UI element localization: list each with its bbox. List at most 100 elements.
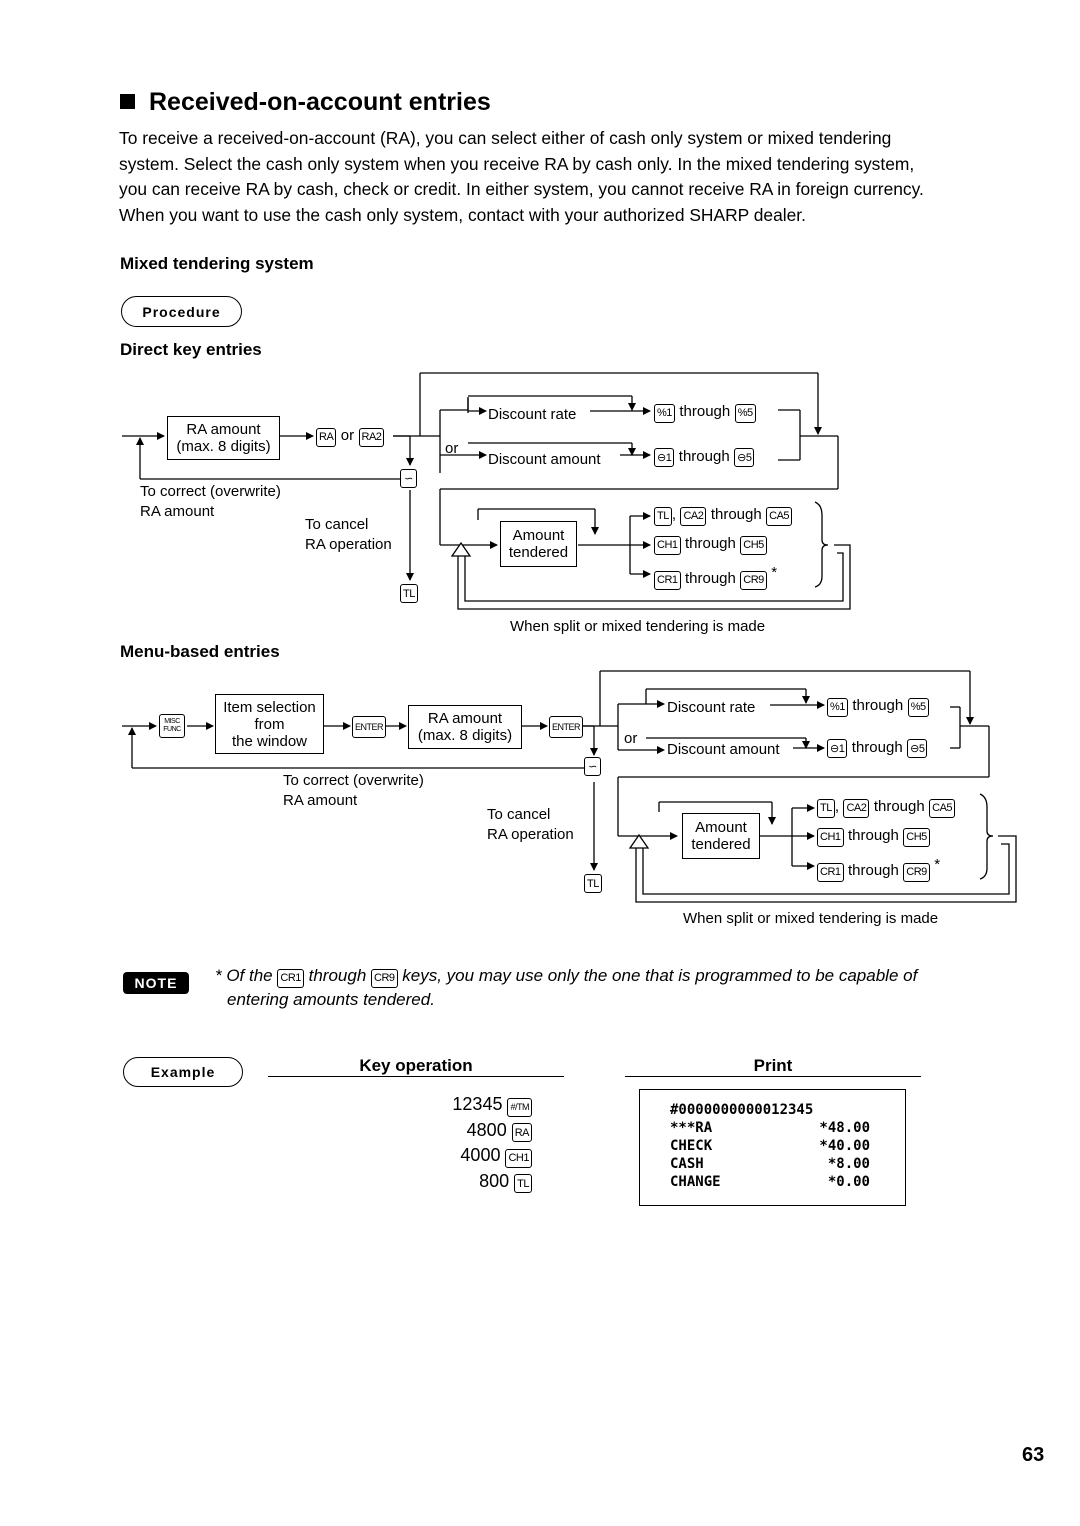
receipt-row: ***RA*48.00 <box>670 1120 870 1136</box>
key-operation-header: Key operation <box>359 1056 473 1075</box>
receipt-row: CHANGE*0.00 <box>670 1174 870 1190</box>
discount-rate-label: Discount rate <box>488 406 577 423</box>
intro-paragraph: To receive a received-on-account (RA), y… <box>119 126 1019 228</box>
ra-amount-box: RA amount (max. 8 digits) <box>167 416 280 460</box>
tl-key-icon: TL <box>584 874 602 893</box>
through-label: through <box>873 798 925 815</box>
cancel-label-2: RA operation <box>487 826 574 843</box>
through-label: through <box>679 403 731 420</box>
cr9-key-icon: CR9 <box>903 862 930 882</box>
note-badge: NOTE <box>123 972 189 994</box>
amount-tendered-box: Amount tendered <box>500 521 577 567</box>
discount-rate-label: Discount rate <box>667 699 756 716</box>
ca5-key-icon: CA5 <box>766 506 793 526</box>
heading-direct-key-entries: Direct key entries <box>120 340 262 359</box>
page-number: 63 <box>1022 1444 1045 1466</box>
intro-line: To receive a received-on-account (RA), y… <box>119 128 892 148</box>
through-label: through <box>684 535 736 552</box>
receipt-row: CASH*8.00 <box>670 1156 870 1172</box>
cr1-key-icon: CR1 <box>817 862 844 882</box>
through-label: through <box>678 448 730 465</box>
through-label: through <box>852 697 904 714</box>
key-op-row: 4000 CH1 <box>400 1145 532 1171</box>
ra-amount-box: RA amount (max. 8 digits) <box>408 705 522 749</box>
ch1-key-icon: CH1 <box>505 1148 532 1168</box>
void-key-icon: ∽ <box>584 757 601 776</box>
ch1-key-icon: CH1 <box>817 827 844 847</box>
example-label: Example <box>123 1057 243 1087</box>
ra-key-icon: RA <box>511 1123 532 1142</box>
multiply-tm-key-icon: #/TM <box>507 1097 532 1117</box>
cr1-key-icon: CR1 <box>654 570 681 590</box>
discount-amount-label: Discount amount <box>488 451 601 468</box>
through-label: through <box>710 506 762 523</box>
tl-key-icon: TL <box>514 1174 532 1193</box>
correct-label-2: RA amount <box>140 503 215 520</box>
intro-line: system. Select the cash only system when… <box>119 153 915 174</box>
ch5-key-icon: CH5 <box>903 827 930 847</box>
through-label: through <box>684 570 736 587</box>
pct5-key-icon: %5 <box>907 697 929 717</box>
through-label: through <box>847 862 899 879</box>
tl-key-icon: TL <box>817 798 835 818</box>
subheading-mixed-tendering: Mixed tendering system <box>120 254 314 273</box>
receipt-row: CHECK*40.00 <box>670 1138 870 1154</box>
intro-line: When you want to use the cash only syste… <box>119 204 806 225</box>
key-op-row: 4800 RA <box>400 1120 532 1146</box>
procedure-label: Procedure <box>121 296 242 327</box>
key-op-row: 800 TL <box>400 1171 532 1197</box>
asterisk-mark: * <box>934 856 941 873</box>
pct5-key-icon: %5 <box>734 403 756 423</box>
amount-tendered-box: Amount tendered <box>682 813 760 859</box>
minus5-key-icon: ⊖5 <box>907 739 928 758</box>
loop-arrow-icon <box>628 833 650 849</box>
through-label: through <box>851 739 903 756</box>
key-operation-list: 12345 #/TM 4800 RA 4000 CH1 800 TL <box>400 1094 532 1196</box>
header-rule <box>625 1076 921 1077</box>
tl-key-icon: TL <box>654 506 672 526</box>
correct-label-2: RA amount <box>283 792 358 809</box>
header-rule <box>268 1076 564 1077</box>
tl-key-icon: TL <box>400 584 418 603</box>
asterisk-mark: * <box>771 564 778 581</box>
ra-key-icon: RA <box>316 427 337 447</box>
ch1-key-icon: CH1 <box>654 535 681 555</box>
key-op-row: 12345 #/TM <box>400 1094 532 1120</box>
cr1-key-icon: CR1 <box>277 968 304 988</box>
or-label: or <box>445 440 459 457</box>
cancel-label-1: To cancel <box>305 516 369 533</box>
ca5-key-icon: CA5 <box>929 798 956 818</box>
cancel-label-1: To cancel <box>487 806 551 823</box>
discount-amount-label: Discount amount <box>667 741 780 758</box>
correct-label-1: To correct (overwrite) <box>140 483 281 500</box>
section-title: Received-on-account entries <box>120 88 491 117</box>
ch5-key-icon: CH5 <box>740 535 767 555</box>
split-note: When split or mixed tendering is made <box>683 910 939 927</box>
loop-arrow-icon <box>450 541 472 557</box>
heading-menu-based-entries: Menu-based entries <box>120 642 280 661</box>
or-label: or <box>624 730 638 747</box>
correct-label-1: To correct (overwrite) <box>283 772 424 789</box>
cr9-key-icon: CR9 <box>740 570 767 590</box>
enter-key-icon: ENTER <box>549 716 584 738</box>
through-label: through <box>847 827 899 844</box>
note-text: * Of the CR1 through CR9 keys, you may u… <box>215 966 918 1009</box>
misc-func-key-icon: MISC FUNC <box>159 714 185 738</box>
minus5-key-icon: ⊖5 <box>734 448 755 467</box>
or-label: or <box>340 427 355 444</box>
square-bullet-icon <box>120 94 135 109</box>
receipt-print: #0000000000012345 ***RA*48.00 CHECK*40.0… <box>639 1089 906 1206</box>
void-key-icon: ∽ <box>400 469 417 488</box>
minus1-key-icon: ⊖1 <box>827 739 848 758</box>
receipt-line: #0000000000012345 <box>670 1102 814 1118</box>
intro-line: you can receive RA by cash, check or cre… <box>119 179 924 199</box>
cancel-label-2: RA operation <box>305 536 392 553</box>
pct1-key-icon: %1 <box>827 697 848 717</box>
ca2-key-icon: CA2 <box>680 506 707 526</box>
ca2-key-icon: CA2 <box>843 798 870 818</box>
minus1-key-icon: ⊖1 <box>654 448 675 467</box>
enter-key-icon: ENTER <box>352 716 387 738</box>
split-note: When split or mixed tendering is made <box>510 618 766 635</box>
